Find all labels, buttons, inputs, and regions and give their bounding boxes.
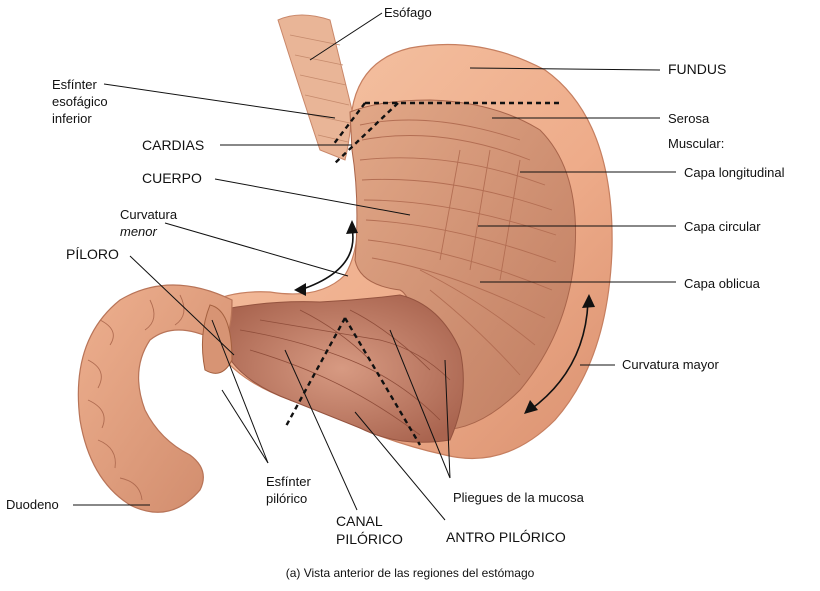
arrow-heads bbox=[294, 220, 595, 414]
label-esfinter-pilorico-1: Esfínter bbox=[266, 474, 311, 489]
label-curvatura-menor-2: menor bbox=[120, 224, 157, 239]
leader-lines bbox=[73, 12, 676, 521]
label-serosa: Serosa bbox=[668, 111, 710, 126]
label-pliegues: Pliegues de la mucosa bbox=[453, 490, 584, 505]
esophagus-striations bbox=[289, 34, 351, 143]
label-esfinter-pilorico-2: pilórico bbox=[266, 491, 308, 506]
label-curvatura-mayor: Curvatura mayor bbox=[622, 357, 719, 372]
label-canal-pilorico-1: CANAL bbox=[336, 513, 383, 529]
region-boundaries bbox=[283, 101, 560, 446]
label-capa-circular: Capa circular bbox=[684, 219, 761, 234]
label-muscular: Muscular: bbox=[668, 136, 725, 151]
mucosa-folds bbox=[239, 309, 451, 436]
figure-caption: (a) Vista anterior de las regiones del e… bbox=[285, 566, 535, 580]
esophagus-shape bbox=[277, 14, 353, 161]
label-capa-longitudinal: Capa longitudinal bbox=[684, 165, 785, 180]
muscular-layer-shape bbox=[349, 99, 577, 431]
label-esofago: Esófago bbox=[384, 5, 432, 20]
curvature-arrows bbox=[299, 227, 589, 411]
label-piloro: PÍLORO bbox=[66, 246, 119, 262]
label-esfinter-esofagico-3: inferior bbox=[52, 111, 92, 126]
mucosa-shape bbox=[219, 294, 464, 443]
label-canal-pilorico-2: PILÓRICO bbox=[336, 531, 403, 547]
label-fundus: FUNDUS bbox=[668, 61, 727, 77]
label-duodeno: Duodeno bbox=[6, 497, 59, 512]
duodenum-folds bbox=[87, 294, 185, 501]
duodenum-shape bbox=[77, 284, 233, 513]
label-esfinter-esofagico-2: esofágico bbox=[52, 94, 108, 109]
label-cuerpo: CUERPO bbox=[142, 170, 202, 186]
label-capa-oblicua: Capa oblicua bbox=[684, 276, 760, 291]
muscle-fibers bbox=[359, 119, 557, 376]
label-esfinter-esofagico-1: Esfínter bbox=[52, 77, 97, 92]
label-cardias: CARDIAS bbox=[142, 137, 205, 153]
label-antro-pilorico: ANTRO PILÓRICO bbox=[446, 529, 566, 545]
label-curvatura-menor-1: Curvatura bbox=[120, 207, 178, 222]
